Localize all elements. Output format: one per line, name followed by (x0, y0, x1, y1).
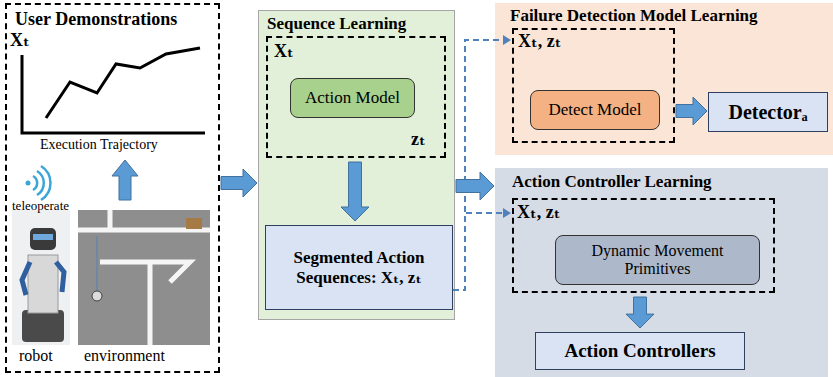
group-title: Sequence Learning (267, 14, 406, 34)
output-box: Detectorₐ (708, 92, 828, 132)
group-title: Xₜ (274, 41, 294, 62)
box-text: Dynamic Movement Primitives (578, 242, 738, 279)
process-box: Action Model (290, 78, 415, 118)
up-arrow (112, 160, 138, 200)
icon-label: teleoperate (12, 199, 69, 214)
axis-label: Xₜ (10, 30, 30, 51)
dashed-group: Xₜ, zₜ Dynamic Movement Primitives (512, 198, 775, 293)
output-box: Segmented Action Sequences: Xₜ, zₜ (265, 225, 453, 310)
chart-caption: Execution Trajectory (40, 137, 158, 153)
box-text: Action Model (305, 88, 400, 108)
environment-image (78, 210, 210, 345)
group-text: zₜ (411, 129, 426, 150)
connector (456, 172, 494, 200)
dashed-group: User Demonstrations (5, 3, 220, 373)
panel: Action Controller LearningXₜ, zₜ Dynamic … (495, 168, 828, 377)
group-title: Xₜ, zₜ (518, 31, 561, 52)
process-box: Detect Model (530, 90, 660, 130)
dashed-group: Xₜ, zₜ Detect Model (512, 28, 675, 143)
wifi-icon (26, 166, 51, 200)
image-label: robot (19, 347, 53, 365)
dashed-group: Xₜ zₜ Action Model (266, 36, 446, 158)
box-text: Detectorₐ (728, 101, 807, 124)
process-box: Dynamic Movement Primitives (555, 235, 760, 285)
group-title: User Demonstrations (15, 9, 177, 30)
group-title: Xₜ, zₜ (517, 202, 560, 223)
image-label: environment (84, 347, 165, 365)
box-text: Segmented Action Sequences: Xₜ, zₜ (277, 248, 442, 287)
box-text: Detect Model (549, 100, 642, 120)
output-box: Action Controllers (535, 332, 745, 370)
group-title: Action Controller Learning (512, 172, 712, 192)
panel: Failure Detection Model LearningXₜ, zₜ De… (495, 3, 833, 155)
connector (221, 169, 257, 197)
robot-image (12, 210, 70, 345)
group-title: Failure Detection Model Learning (510, 6, 758, 26)
box-text: Action Controllers (564, 340, 715, 362)
trajectory-chart (22, 48, 205, 133)
